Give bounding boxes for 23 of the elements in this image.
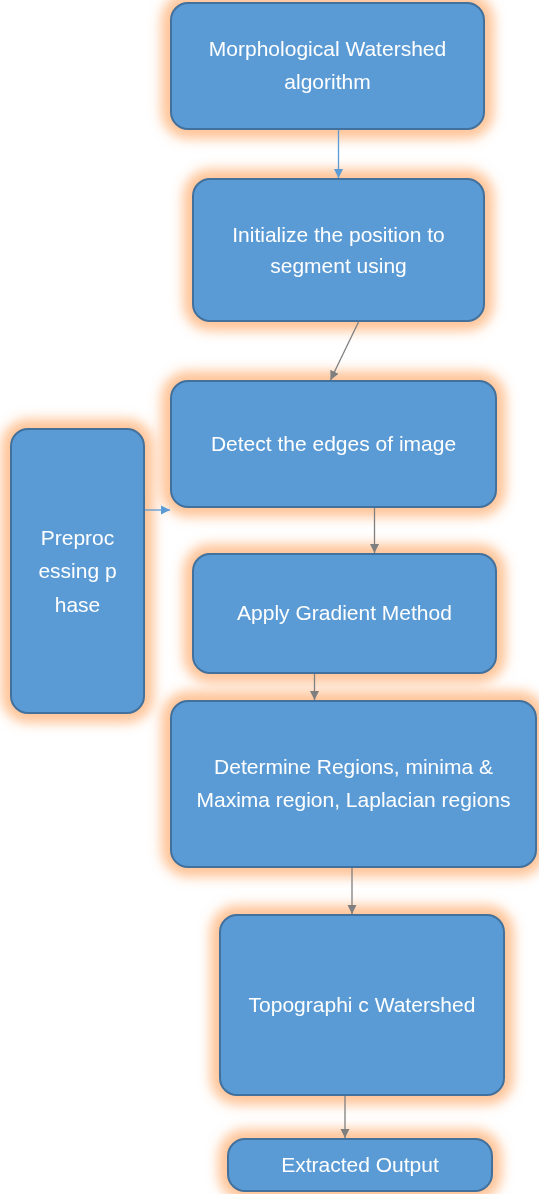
arrow <box>144 505 171 515</box>
arrow <box>329 321 360 381</box>
box-label: Topographi c Watershed <box>247 991 477 1018</box>
box-label: Preprocessing phase <box>37 524 118 618</box>
process-box <box>170 380 497 508</box>
arrow <box>309 673 320 701</box>
arrow <box>347 867 357 915</box>
box-label: Extracted Output <box>280 1151 440 1178</box>
box-label: Detect the edges of image <box>209 430 458 457</box>
arrow <box>340 1095 350 1139</box>
process-box <box>192 178 485 322</box>
process-box <box>10 428 145 714</box>
box-label: Apply Gradient Method <box>236 600 453 627</box>
arrow <box>369 507 380 554</box>
process-box <box>192 553 497 674</box>
arrow <box>333 129 344 179</box>
box-label: Initialize the position to segment using <box>231 221 446 279</box>
process-box <box>170 2 485 130</box>
process-box <box>219 914 505 1096</box>
process-box <box>170 700 537 868</box>
box-label: Morphological Watershed algorithm <box>207 36 448 95</box>
box-label: Determine Regions, minima & Maxima region, Laplacian regions <box>195 754 512 813</box>
process-box <box>227 1138 493 1192</box>
